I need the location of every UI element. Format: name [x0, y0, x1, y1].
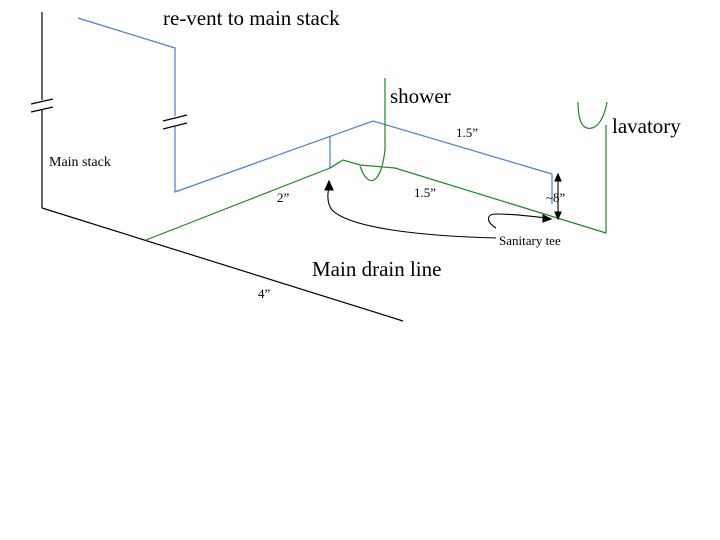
lavatory-rise-label: ~8”: [546, 190, 566, 205]
main-stack: [30, 12, 54, 208]
main-drain-label: Main drain line: [312, 257, 442, 281]
rise-dimension-arrow: [554, 172, 562, 221]
shower-trap: [359, 78, 386, 182]
shower-vent-size-label: 1.5”: [456, 125, 479, 140]
shower-label: shower: [390, 84, 451, 108]
shower-drain-size-label: 1.5”: [414, 185, 437, 200]
branch-drain-size-label: 2”: [277, 190, 290, 205]
lavatory-trap: [577, 101, 608, 129]
revent-label: re-vent to main stack: [163, 6, 340, 30]
vent-break-mark: [162, 114, 188, 130]
main-drain-size-label: 4”: [258, 286, 271, 301]
sanitary-tee-callouts: [324, 179, 553, 239]
drain-lines: [145, 78, 608, 241]
sanitary-tee-label: Sanitary tee: [499, 233, 561, 248]
vent-lines: [77, 17, 553, 204]
main-stack-label: Main stack: [49, 155, 111, 170]
lavatory-label: lavatory: [612, 114, 681, 138]
main-drain-line: [41, 207, 404, 322]
